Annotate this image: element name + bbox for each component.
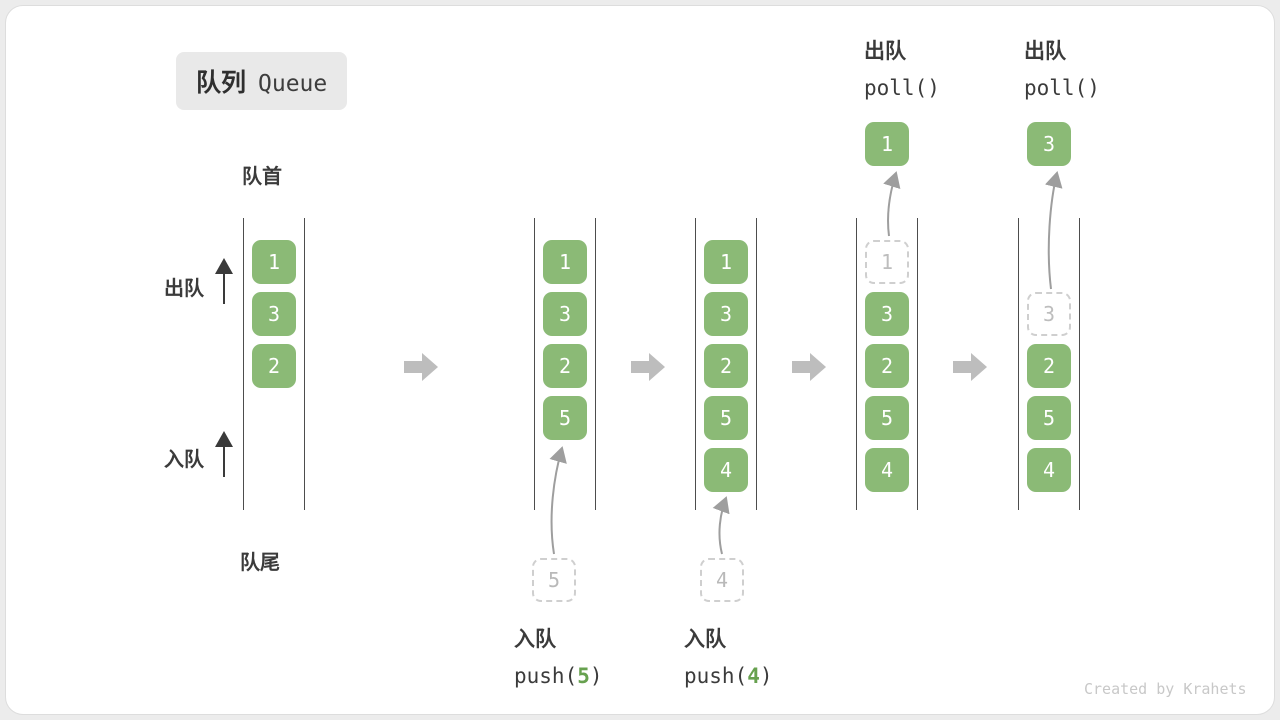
queue-state-2: 1 3 2 5 xyxy=(534,218,596,510)
queue-state-5: 3 2 5 4 xyxy=(1018,218,1080,510)
step-arrow-icon xyxy=(792,353,826,381)
label-queue-front: 队首 xyxy=(242,166,282,188)
poll3-call: poll() xyxy=(1024,76,1100,100)
push4-call-prefix: push( xyxy=(684,664,748,688)
queue-cell: 5 xyxy=(1027,396,1071,440)
title-zh: 队列 xyxy=(196,69,247,97)
queue-cell: 1 xyxy=(252,240,296,284)
label-queue-rear: 队尾 xyxy=(240,552,280,574)
push5-label: 入队 push(5) xyxy=(514,622,603,694)
poll1-call: poll() xyxy=(864,76,940,100)
push4-action: 入队 xyxy=(684,628,726,651)
label-dequeue-side: 出队 xyxy=(164,278,204,300)
push5-action: 入队 xyxy=(514,628,556,651)
poll-result-cell: 3 xyxy=(1027,122,1071,166)
queue-cell: 3 xyxy=(865,292,909,336)
push-staged-cell: 5 xyxy=(532,558,576,602)
queue-cell-removed: 3 xyxy=(1027,292,1071,336)
queue-cell: 3 xyxy=(543,292,587,336)
watermark: Created by Krahets xyxy=(1084,680,1247,698)
queue-state-3: 1 3 2 5 4 xyxy=(695,218,757,510)
queue-cell: 4 xyxy=(1027,448,1071,492)
queue-state-1: 1 3 2 xyxy=(243,218,305,510)
poll3-action: 出队 xyxy=(1024,40,1066,63)
poll1-action: 出队 xyxy=(864,40,906,63)
queue-cell: 2 xyxy=(252,344,296,388)
push5-call-suffix: ) xyxy=(589,664,603,688)
push4-label: 入队 push(4) xyxy=(684,622,773,694)
push4-call: push(4) xyxy=(684,658,773,694)
queue-cell: 2 xyxy=(543,344,587,388)
step-arrow-icon xyxy=(631,353,665,381)
queue-cell-removed: 1 xyxy=(865,240,909,284)
queue-cell: 5 xyxy=(704,396,748,440)
push5-call-arg: 5 xyxy=(577,664,590,688)
queue-cell: 5 xyxy=(543,396,587,440)
queue-cell: 3 xyxy=(704,292,748,336)
queue-cell: 2 xyxy=(704,344,748,388)
push-staged-cell: 4 xyxy=(700,558,744,602)
diagram-card: 队列 Queue 队首 队尾 出队 入队 1 3 2 1 3 2 5 1 3 2… xyxy=(5,5,1275,715)
queue-cell: 2 xyxy=(1027,344,1071,388)
label-enqueue-side: 入队 xyxy=(164,449,204,471)
queue-cell: 4 xyxy=(865,448,909,492)
queue-cell: 1 xyxy=(704,240,748,284)
queue-cell: 5 xyxy=(865,396,909,440)
poll-result-cell: 1 xyxy=(865,122,909,166)
queue-cell: 1 xyxy=(543,240,587,284)
poll3-label: 出队 poll() xyxy=(1024,34,1100,106)
title-badge: 队列 Queue xyxy=(176,52,348,110)
step-arrow-icon xyxy=(953,353,987,381)
push4-call-suffix: ) xyxy=(759,664,773,688)
push4-call-arg: 4 xyxy=(747,664,760,688)
title-en: Queue xyxy=(258,71,328,97)
queue-cell: 2 xyxy=(865,344,909,388)
push5-call: push(5) xyxy=(514,658,603,694)
queue-cell: 3 xyxy=(252,292,296,336)
step-arrow-icon xyxy=(404,353,438,381)
queue-cell: 4 xyxy=(704,448,748,492)
arrows-layer xyxy=(215,171,1063,555)
poll1-label: 出队 poll() xyxy=(864,34,940,106)
push5-call-prefix: push( xyxy=(514,664,578,688)
queue-state-4: 1 3 2 5 4 xyxy=(856,218,918,510)
